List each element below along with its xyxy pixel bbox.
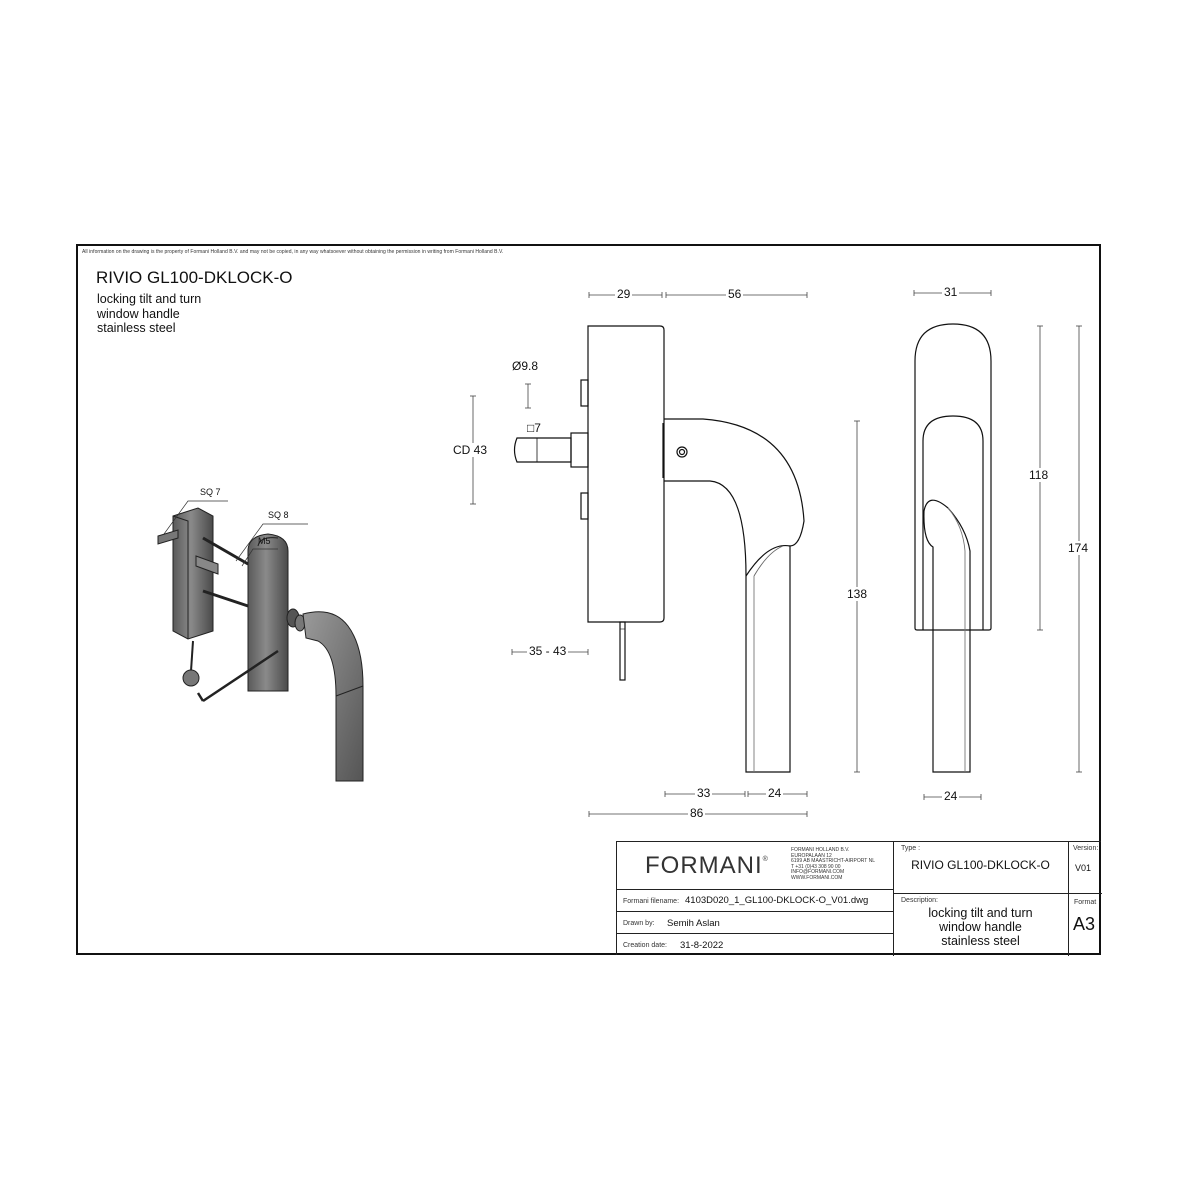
dim-86: 86 bbox=[688, 806, 706, 820]
dim-118: 118 bbox=[1027, 468, 1051, 482]
address-line: FORMANI HOLLAND B.V. bbox=[791, 847, 850, 853]
description-line: locking tilt and turn bbox=[928, 906, 1033, 920]
format-value: A3 bbox=[1073, 914, 1096, 934]
callout-m5: M5 bbox=[258, 536, 271, 546]
dim-diameter: Ø9.8 bbox=[510, 359, 541, 373]
subtitle-line: window handle bbox=[97, 306, 180, 321]
description-text: locking tilt and turn window handle stai… bbox=[894, 906, 1067, 948]
description-label: Description: bbox=[901, 897, 938, 904]
dim-door-thickness: 35 - 43 bbox=[527, 644, 569, 658]
format-cell: Format A3 bbox=[1069, 894, 1102, 956]
type-cell: Type : RIVIO GL100-DKLOCK-O bbox=[894, 842, 1069, 894]
creation-date-value: 31-8-2022 bbox=[680, 940, 724, 951]
address-line: WWW.FORMANI.COM bbox=[791, 874, 843, 881]
dim-square: □7 bbox=[525, 421, 543, 435]
description-line: window handle bbox=[939, 920, 1022, 934]
drawing-title: RIVIO GL100-DKLOCK-O bbox=[96, 268, 293, 287]
drawn-by-value: Semih Aslan bbox=[667, 918, 720, 929]
address-line: T +31 (0)43 308 90 00 bbox=[791, 863, 841, 870]
title-block: FORMANI® FORMANI HOLLAND B.V. EUROPALAAN… bbox=[616, 841, 1102, 956]
subtitle-line: stainless steel bbox=[97, 321, 176, 335]
isometric-view bbox=[157, 507, 364, 782]
version-cell: Version: V01 bbox=[1069, 842, 1102, 894]
dim-31: 31 bbox=[942, 285, 960, 299]
drawing-subtitle: locking tilt and turn window handle stai… bbox=[97, 292, 201, 336]
subtitle-line: locking tilt and turn bbox=[97, 292, 202, 306]
company-address: FORMANI HOLLAND B.V. EUROPALAAN 12 6199 … bbox=[791, 847, 876, 882]
drawn-by-label: Drawn by: bbox=[623, 920, 655, 927]
copyright-notice: All information on the drawing is the pr… bbox=[82, 249, 504, 255]
dim-cd: CD 43 bbox=[451, 443, 490, 457]
side-view bbox=[513, 325, 805, 773]
logo-text: FORMANI bbox=[645, 852, 763, 879]
description-line: stainless steel bbox=[941, 934, 1020, 948]
dim-56: 56 bbox=[726, 287, 744, 301]
logo-cell: FORMANI® FORMANI HOLLAND B.V. EUROPALAAN… bbox=[617, 842, 894, 890]
technical-drawing bbox=[157, 290, 1082, 817]
dim-24-side: 24 bbox=[766, 786, 784, 800]
description-cell: Description: locking tilt and turn windo… bbox=[894, 894, 1069, 956]
formani-logo: FORMANI® bbox=[645, 852, 769, 880]
dim-138: 138 bbox=[845, 587, 870, 601]
dim-29: 29 bbox=[615, 287, 633, 301]
dimension-lines bbox=[470, 290, 1082, 817]
callout-sq7: SQ 7 bbox=[200, 487, 221, 497]
format-label: Format bbox=[1074, 899, 1097, 906]
isometric-callout-lines bbox=[163, 500, 308, 567]
type-label: Type : bbox=[901, 845, 921, 852]
filename-row: Formani filename: 4103D020_1_GL100-DKLOC… bbox=[617, 890, 894, 912]
creation-date-label: Creation date: bbox=[623, 942, 667, 949]
filename-value: 4103D020_1_GL100-DKLOCK-O_V01.dwg bbox=[685, 895, 869, 906]
dim-174: 174 bbox=[1066, 541, 1091, 555]
version-value: V01 bbox=[1075, 863, 1092, 873]
address-line: EUROPALAAN 12 bbox=[791, 852, 832, 859]
address-line: 6199 AB MAASTRICHT-AIRPORT NL bbox=[791, 858, 876, 865]
drawn-by-row: Drawn by: Semih Aslan bbox=[617, 912, 894, 934]
version-label: Version: bbox=[1073, 845, 1099, 852]
drawing-sheet: All information on the drawing is the pr… bbox=[76, 244, 1102, 956]
filename-label: Formani filename: bbox=[623, 898, 680, 905]
front-view bbox=[914, 323, 992, 773]
registered-mark: ® bbox=[762, 856, 769, 863]
type-value: RIVIO GL100-DKLOCK-O bbox=[911, 858, 1050, 872]
creation-date-row: Creation date: 31-8-2022 bbox=[617, 934, 894, 956]
dim-33: 33 bbox=[695, 786, 713, 800]
dim-24-front: 24 bbox=[942, 789, 960, 803]
callout-sq8: SQ 8 bbox=[268, 510, 289, 520]
address-line: INFO@FORMANI.COM bbox=[791, 869, 845, 876]
